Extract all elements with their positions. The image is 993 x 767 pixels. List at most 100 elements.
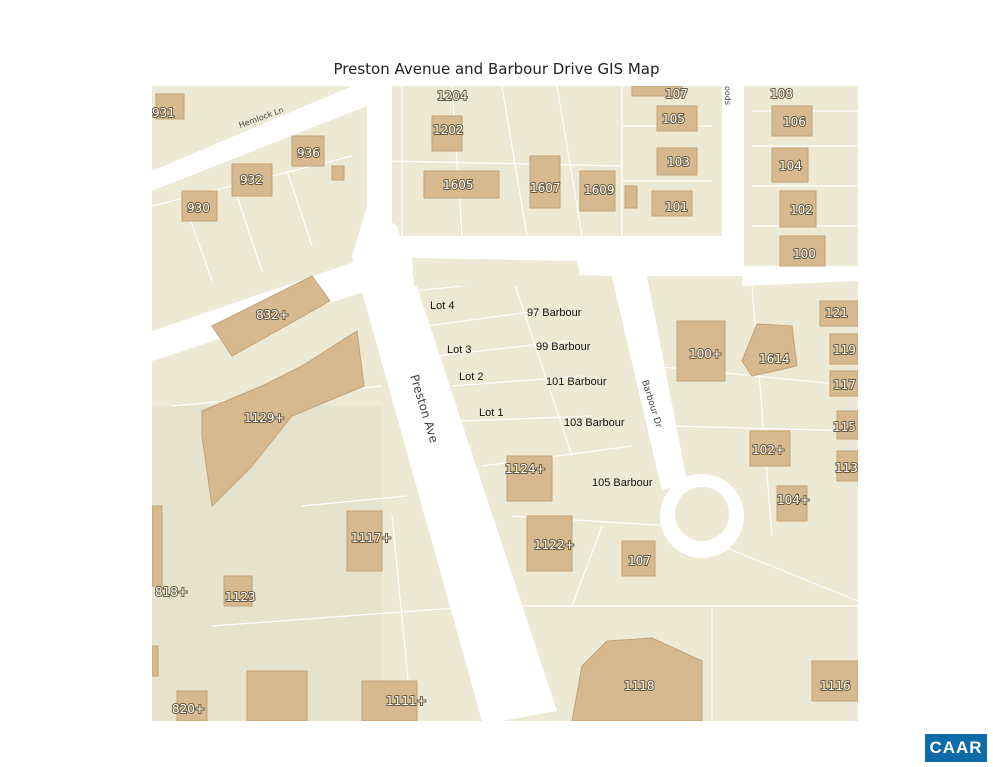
cul-de-sac-island — [675, 487, 729, 541]
bldg-1118 — [571, 637, 703, 721]
building-number: 1204 — [437, 89, 468, 103]
building-number: 1202 — [433, 123, 464, 137]
bldg-119 — [829, 333, 858, 365]
bldg-1116 — [811, 660, 858, 702]
building-number: 102+ — [752, 443, 785, 457]
bldg-1202 — [431, 115, 463, 152]
building-number: 105 — [662, 112, 685, 126]
bldg-100plus — [676, 320, 726, 382]
building-number: 1118 — [624, 679, 655, 693]
bldg-1123 — [223, 575, 253, 607]
bldg-113 — [836, 450, 858, 482]
bldg-1124 — [506, 455, 553, 502]
building-number: 1111+ — [386, 694, 427, 708]
bldg-1609 — [579, 170, 616, 212]
bldg-104 — [771, 147, 809, 183]
bldg-117 — [829, 370, 858, 397]
parcel-label: 103 Barbour — [564, 417, 625, 429]
bldg-818 — [152, 505, 163, 587]
bldg-1614 — [741, 323, 798, 377]
gis-map[interactable]: Preston Ave Barbour Dr Hemlock Ln oods 9… — [152, 86, 858, 721]
lot-label: Lot 2 — [459, 371, 483, 383]
woods-label: oods — [723, 86, 732, 105]
bldg-101 — [651, 190, 693, 217]
building-number: 101 — [665, 200, 688, 214]
bldg-105 — [656, 105, 698, 132]
building-number: 107 — [628, 554, 651, 568]
bldg-107 — [621, 540, 656, 577]
bldg-932 — [231, 163, 273, 197]
bldg-1111-left — [246, 670, 308, 721]
bldg-102 — [779, 190, 817, 228]
bldg-1122 — [526, 515, 573, 572]
building-number: 1607 — [530, 181, 561, 195]
building-number: 932 — [240, 173, 263, 187]
building-number: 104+ — [777, 493, 810, 507]
building-number: 930 — [187, 201, 210, 215]
building-number: 119 — [833, 343, 856, 357]
parcel-label: 105 Barbour — [592, 477, 653, 489]
map-title: Preston Avenue and Barbour Drive GIS Map — [333, 60, 660, 78]
terrain-shade — [152, 406, 382, 721]
building-number: 1116 — [820, 679, 851, 693]
bldg-121 — [819, 300, 858, 327]
building-number: 108 — [770, 87, 793, 101]
bldg-106 — [771, 105, 813, 137]
lot-label: Lot 3 — [447, 344, 471, 356]
building-number: 103 — [667, 155, 690, 169]
parcel-address-labels: 97 Barbour 99 Barbour 101 Barbour 103 Ba… — [527, 307, 653, 489]
bldg-107-top — [631, 86, 683, 97]
bldg-1111 — [361, 680, 418, 721]
building-number: 931 — [152, 106, 175, 120]
building-number: 820+ — [172, 702, 205, 716]
lot-labels: Lot 4 Lot 3 Lot 2 Lot 1 — [430, 300, 503, 419]
preston-ave-road — [352, 206, 557, 721]
building-number: 1124+ — [505, 462, 546, 476]
building-number: 106 — [783, 115, 806, 129]
building-number: 117 — [833, 378, 856, 392]
parcel-label: 97 Barbour — [527, 307, 582, 319]
bldg-1607 — [529, 155, 561, 209]
barbour-dr-road — [607, 256, 687, 491]
parcel-label: 101 Barbour — [546, 376, 607, 388]
hemlock-ln-road — [152, 86, 367, 191]
bldg-100 — [779, 235, 826, 267]
building-number: 1123 — [225, 590, 256, 604]
building-number-labels: 931 1204 107 108 1202 105 106 936 103 10… — [152, 86, 858, 717]
building-number: 102 — [790, 203, 813, 217]
building-number: 1609 — [584, 183, 615, 197]
bldg-936 — [291, 135, 325, 167]
bldg-1129 — [201, 330, 365, 508]
lot-label: Lot 4 — [430, 300, 454, 312]
map-canvas[interactable]: Preston Ave Barbour Dr Hemlock Ln oods 9… — [152, 86, 858, 721]
bldg-115 — [836, 410, 858, 440]
building-number: 100+ — [689, 347, 722, 361]
building-number: 1122+ — [534, 538, 575, 552]
building-number: 832+ — [256, 308, 289, 322]
bldg-832 — [211, 275, 331, 357]
parcel-label: 99 Barbour — [536, 341, 591, 353]
building-number: 936 — [297, 146, 320, 160]
lot-block-ground — [412, 258, 582, 286]
bldg-102plus — [749, 430, 791, 467]
bldg-1605 — [423, 170, 500, 199]
bldg-103 — [656, 147, 698, 176]
building-number: 818+ — [155, 585, 188, 599]
bldg-104plus — [776, 485, 808, 522]
building-number: 113 — [835, 461, 858, 475]
building-number: 121 — [825, 306, 848, 320]
bldg-820 — [176, 690, 208, 721]
building-number: 107 — [665, 87, 688, 101]
bldg-930 — [181, 190, 218, 222]
buildings — [152, 86, 858, 721]
lot-label: Lot 1 — [479, 407, 503, 419]
bldg-931 — [155, 93, 185, 120]
building-number: 115 — [833, 420, 856, 434]
building-number: 1614 — [759, 352, 790, 366]
building-number: 1117+ — [351, 531, 392, 545]
building-number: 1129+ — [244, 411, 285, 425]
building-number: 1605 — [443, 178, 474, 192]
caar-logo: CAAR — [925, 734, 987, 762]
building-number: 100 — [793, 247, 816, 261]
building-number: 104 — [779, 159, 802, 173]
